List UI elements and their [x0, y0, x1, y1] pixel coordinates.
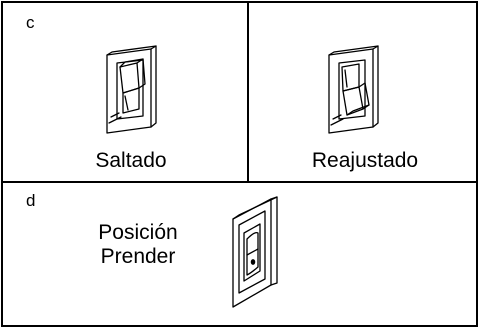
- panel-c-letter: c: [26, 13, 35, 32]
- caption-reajustado: Reajustado: [311, 149, 419, 172]
- row-divider: [3, 181, 476, 183]
- caption-saltado: Saltado: [95, 149, 167, 172]
- rocker-switch-reset-icon: [328, 45, 379, 134]
- caption-posicion-prender: Posición Prender: [83, 221, 193, 269]
- caption-line-1: Posición: [98, 221, 178, 244]
- caption-line-2: Prender: [100, 245, 176, 269]
- column-divider: [247, 3, 249, 181]
- panel-d-letter: d: [26, 191, 36, 210]
- rocker-switch-tripped-icon: [106, 45, 157, 134]
- rocker-switch-on-icon: [232, 196, 278, 308]
